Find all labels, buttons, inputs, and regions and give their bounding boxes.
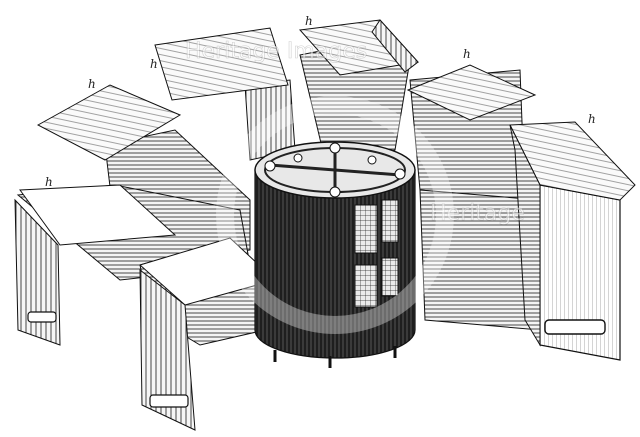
panel-back-right bbox=[406, 64, 537, 201]
watermark-emblem bbox=[216, 96, 454, 334]
panel-back-left bbox=[154, 27, 296, 161]
panel-back-center bbox=[298, 19, 419, 161]
label-panel-2: h bbox=[305, 14, 313, 28]
label-panel-4: h bbox=[88, 77, 96, 91]
label-panel-3: h bbox=[463, 47, 471, 61]
panel-front-left bbox=[138, 237, 276, 431]
central-cylinder bbox=[254, 141, 416, 368]
watermark-right: Heritage bbox=[430, 201, 525, 226]
watermark-top: Heritage Images bbox=[185, 39, 367, 64]
label-panel-5: h bbox=[588, 112, 596, 126]
label-panel-6: h bbox=[45, 175, 53, 189]
panel-right-box bbox=[509, 121, 636, 361]
label-panel-1: h bbox=[150, 57, 158, 71]
